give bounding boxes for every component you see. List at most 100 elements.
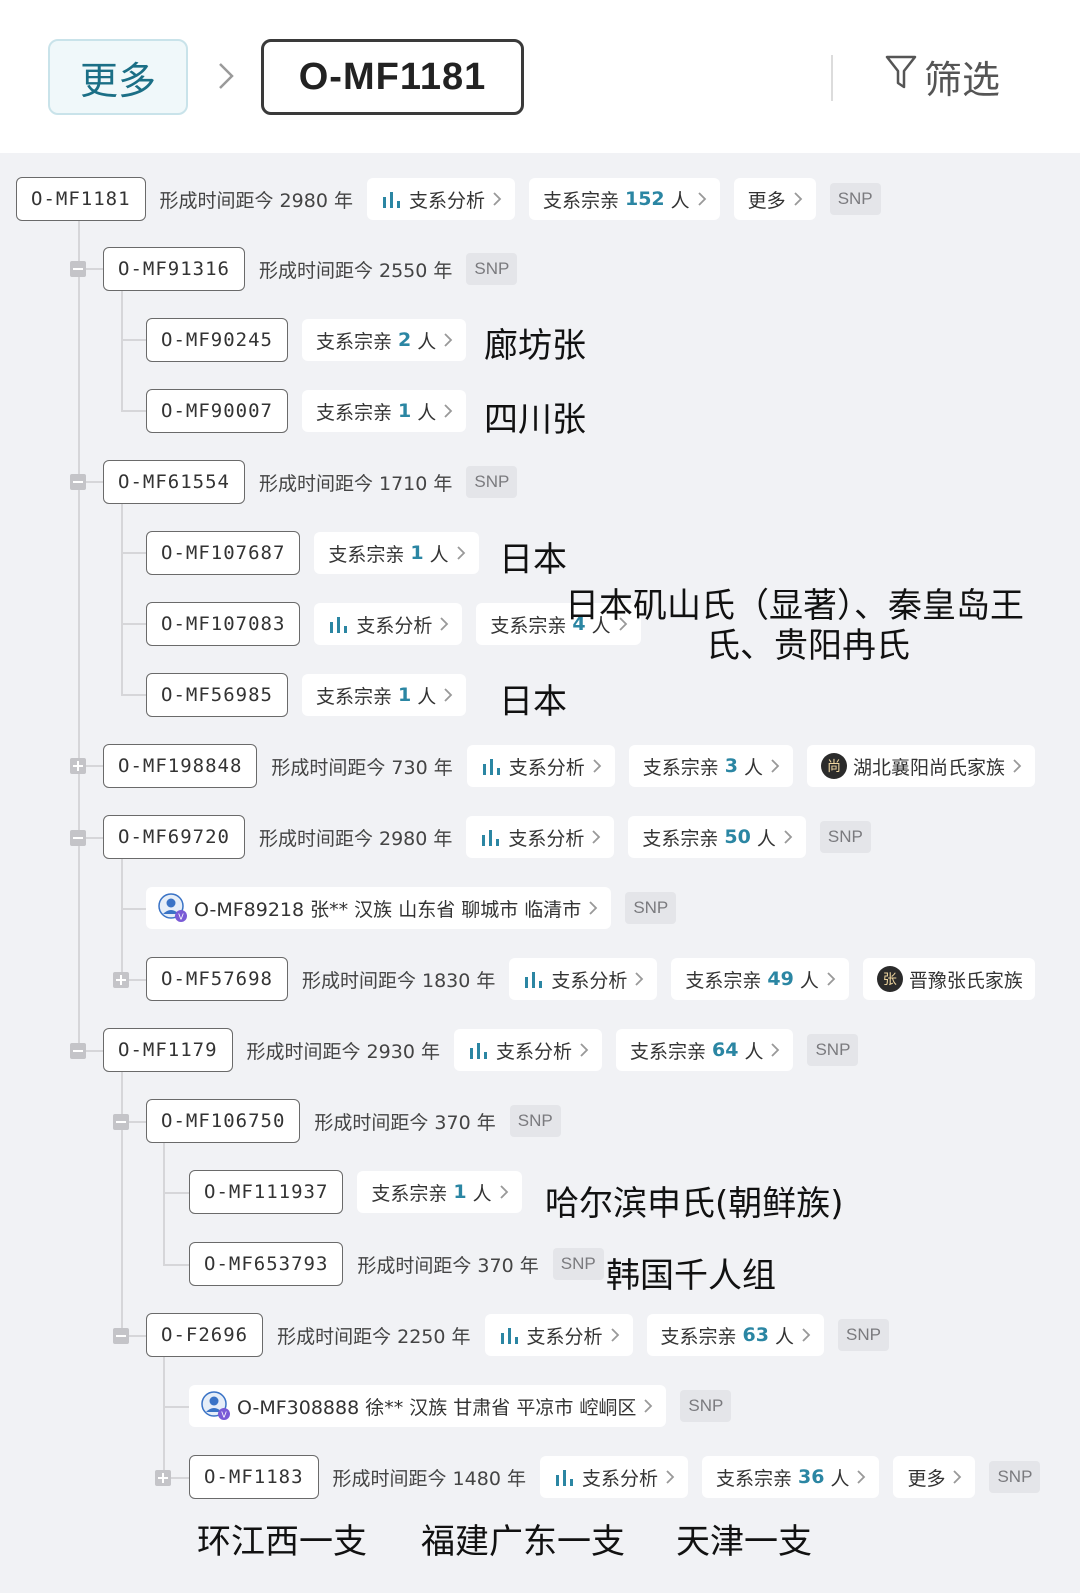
tester-profile-button[interactable]: V O-MF89218 张** 汉族 山东省 聊城市 临清市 [146, 887, 612, 929]
snp-badge[interactable]: SNP [625, 892, 677, 924]
branch-analysis-label: 支系分析 [508, 756, 585, 779]
haplogroup-node[interactable]: O-MF106750 [146, 1099, 301, 1143]
collapse-icon[interactable] [70, 474, 86, 490]
collapse-icon[interactable] [70, 1043, 86, 1059]
bar-chart-icon [381, 189, 403, 209]
relatives-prefix: 支系宗亲 [315, 330, 392, 353]
tree-line [121, 1335, 147, 1337]
branch-relatives-button[interactable]: 支系宗亲 4 人 [476, 603, 641, 645]
haplogroup-node[interactable]: O-MF653793 [189, 1242, 344, 1286]
snp-badge[interactable]: SNP [829, 183, 881, 215]
chevron-right-icon [578, 1041, 590, 1059]
expand-icon[interactable] [155, 1470, 171, 1486]
more-button[interactable]: 更多 [893, 1456, 976, 1498]
haplogroup-node[interactable]: O-MF198848 [103, 744, 258, 788]
family-clan-button[interactable]: 张 晋豫张氏家族 [862, 958, 1035, 1000]
relatives-unit: 人 [670, 189, 690, 212]
snp-badge[interactable]: SNP [819, 821, 871, 853]
more-button[interactable]: 更多 [733, 178, 816, 220]
chevron-right-icon [455, 544, 467, 562]
branch-analysis-button[interactable]: 支系分析 [466, 745, 615, 787]
branch-relatives-button[interactable]: 支系宗亲 36 人 [701, 1456, 880, 1498]
annotation-text: 廊坊张 [484, 326, 586, 366]
branch-relatives-button[interactable]: 支系宗亲 2 人 [301, 319, 467, 361]
collapse-icon[interactable] [70, 261, 86, 277]
branch-analysis-button[interactable]: 支系分析 [509, 958, 658, 1000]
formation-age: 形成时间距今 2930 年 [246, 1040, 440, 1063]
tree-row: O-F2696 形成时间距今 2250 年 支系分析 支系宗亲 63 人 SNP [146, 1313, 889, 1357]
haplogroup-node[interactable]: O-MF1183 [189, 1455, 319, 1499]
relatives-unit: 人 [591, 614, 611, 637]
haplogroup-node[interactable]: O-MF1179 [103, 1028, 233, 1072]
branch-analysis-button[interactable]: 支系分析 [484, 1314, 633, 1356]
expand-icon[interactable] [70, 758, 86, 774]
branch-relatives-button[interactable]: 支系宗亲 1 人 [301, 390, 467, 432]
branch-relatives-button[interactable]: 支系宗亲 1 人 [301, 674, 467, 716]
snp-badge[interactable]: SNP [552, 1248, 604, 1280]
haplogroup-node[interactable]: O-MF90007 [146, 389, 288, 433]
tree-row: O-MF90007 支系宗亲 1 人 [146, 389, 467, 433]
family-clan-button[interactable]: 尚 湖北襄阳尚氏家族 [807, 745, 1036, 787]
branch-analysis-button[interactable]: 支系分析 [539, 1456, 688, 1498]
tree-row: V O-MF308888 徐** 汉族 甘肃省 平凉市 崆峒区 SNP [189, 1384, 732, 1428]
relatives-unit: 人 [775, 1325, 795, 1348]
haplogroup-node[interactable]: O-MF61554 [103, 460, 245, 504]
chevron-right-icon [769, 757, 781, 775]
bar-chart-icon [481, 756, 503, 776]
branch-relatives-button[interactable]: 支系宗亲 3 人 [628, 745, 794, 787]
branch-analysis-button[interactable]: 支系分析 [466, 816, 615, 858]
formation-age: 形成时间距今 2980 年 [159, 189, 353, 212]
tree-row: O-MF57698 形成时间距今 1830 年 支系分析 支系宗亲 49 人 张… [146, 957, 1035, 1001]
haplogroup-node[interactable]: O-F2696 [146, 1313, 264, 1357]
collapse-icon[interactable] [113, 1114, 129, 1130]
haplogroup-node[interactable]: O-MF56985 [146, 673, 288, 717]
tree-row: O-MF107083 支系分析 支系宗亲 4 人 [146, 602, 641, 646]
branch-relatives-button[interactable]: 支系宗亲 50 人 [628, 816, 806, 858]
branch-analysis-button[interactable]: 支系分析 [314, 603, 463, 645]
breadcrumb-more-button[interactable]: 更多 [48, 39, 188, 115]
haplogroup-node[interactable]: O-MF57698 [146, 957, 288, 1001]
haplogroup-node[interactable]: O-MF111937 [189, 1170, 344, 1214]
tree-line [163, 1143, 165, 1265]
haplogroup-node[interactable]: O-MF1181 [16, 177, 146, 221]
snp-badge[interactable]: SNP [807, 1034, 859, 1066]
haplogroup-node[interactable]: O-MF107083 [146, 602, 301, 646]
branch-analysis-button[interactable]: 支系分析 [453, 1029, 602, 1071]
chevron-right-icon [664, 1468, 676, 1486]
branch-relatives-button[interactable]: 支系宗亲 63 人 [646, 1314, 825, 1356]
collapse-icon[interactable] [113, 1328, 129, 1344]
snp-badge[interactable]: SNP [509, 1105, 561, 1137]
snp-badge[interactable]: SNP [466, 253, 518, 285]
relatives-unit: 人 [417, 330, 437, 353]
tree-line [163, 1356, 165, 1478]
chevron-right-icon [609, 1326, 621, 1344]
tester-profile-button[interactable]: V O-MF308888 徐** 汉族 甘肃省 平凉市 崆峒区 [189, 1385, 667, 1427]
collapse-icon[interactable] [70, 830, 86, 846]
branch-analysis-button[interactable]: 支系分析 [366, 178, 515, 220]
expand-icon[interactable] [113, 972, 129, 988]
filter-button[interactable]: 筛选 [884, 48, 1024, 104]
snp-badge[interactable]: SNP [680, 1390, 732, 1422]
tree-row: O-MF61554 形成时间距今 1710 年 SNP [103, 460, 518, 504]
branch-relatives-button[interactable]: 支系宗亲 152 人 [528, 178, 720, 220]
branch-relatives-button[interactable]: 支系宗亲 64 人 [615, 1029, 794, 1071]
relatives-prefix: 支系宗亲 [642, 756, 719, 779]
formation-age: 形成时间距今 2550 年 [258, 259, 453, 282]
haplogroup-node[interactable]: O-MF90245 [146, 318, 288, 362]
relatives-count: 1 [397, 400, 412, 422]
snp-badge[interactable]: SNP [466, 466, 518, 498]
haplogroup-node[interactable]: O-MF107687 [146, 531, 301, 575]
top-bar: 更多 O-MF1181 筛选 [0, 0, 1080, 153]
haplogroup-node[interactable]: O-MF69720 [103, 815, 245, 859]
tree-line [163, 1477, 189, 1479]
branch-relatives-button[interactable]: 支系宗亲 1 人 [314, 532, 479, 574]
tree-line [121, 1121, 147, 1123]
relatives-count: 1 [397, 684, 412, 706]
chevron-right-icon [617, 615, 629, 633]
snp-badge[interactable]: SNP [989, 1461, 1041, 1493]
branch-relatives-button[interactable]: 支系宗亲 49 人 [671, 958, 849, 1000]
branch-relatives-button[interactable]: 支系宗亲 1 人 [357, 1171, 522, 1213]
snp-badge[interactable]: SNP [838, 1319, 889, 1351]
formation-age: 形成时间距今 370 年 [314, 1111, 496, 1134]
haplogroup-node[interactable]: O-MF91316 [103, 247, 245, 291]
